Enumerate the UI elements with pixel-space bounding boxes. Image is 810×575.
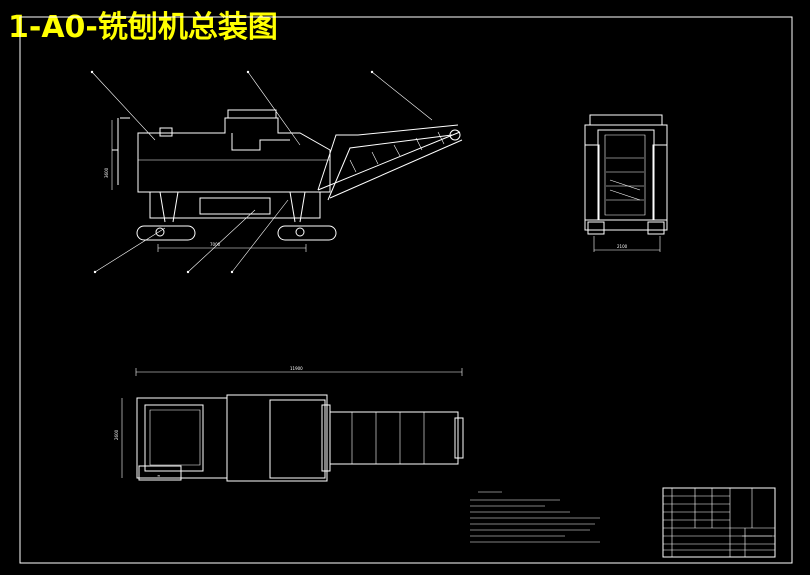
side-elevation-view: 7000 3600	[90, 70, 463, 274]
svg-text:11900: 11900	[290, 366, 303, 371]
end-elevation-view: 2100	[584, 114, 668, 252]
svg-text:2600: 2600	[114, 429, 119, 440]
plan-view: 11900 2600 ∞	[114, 366, 464, 482]
dimension-line-icon: 2100	[617, 244, 628, 249]
svg-text:3600: 3600	[104, 167, 109, 178]
title-block	[662, 487, 776, 558]
track-wheel-icon	[277, 225, 337, 241]
technical-notes	[470, 491, 600, 543]
drawing-border	[19, 16, 793, 564]
leader-arrow-icon	[90, 70, 94, 74]
track-wheel-icon	[136, 225, 196, 241]
drawing-title: 1-A0-铣刨机总装图	[8, 10, 278, 45]
svg-text:7000: 7000	[210, 242, 221, 247]
svg-text:∞: ∞	[157, 473, 160, 478]
